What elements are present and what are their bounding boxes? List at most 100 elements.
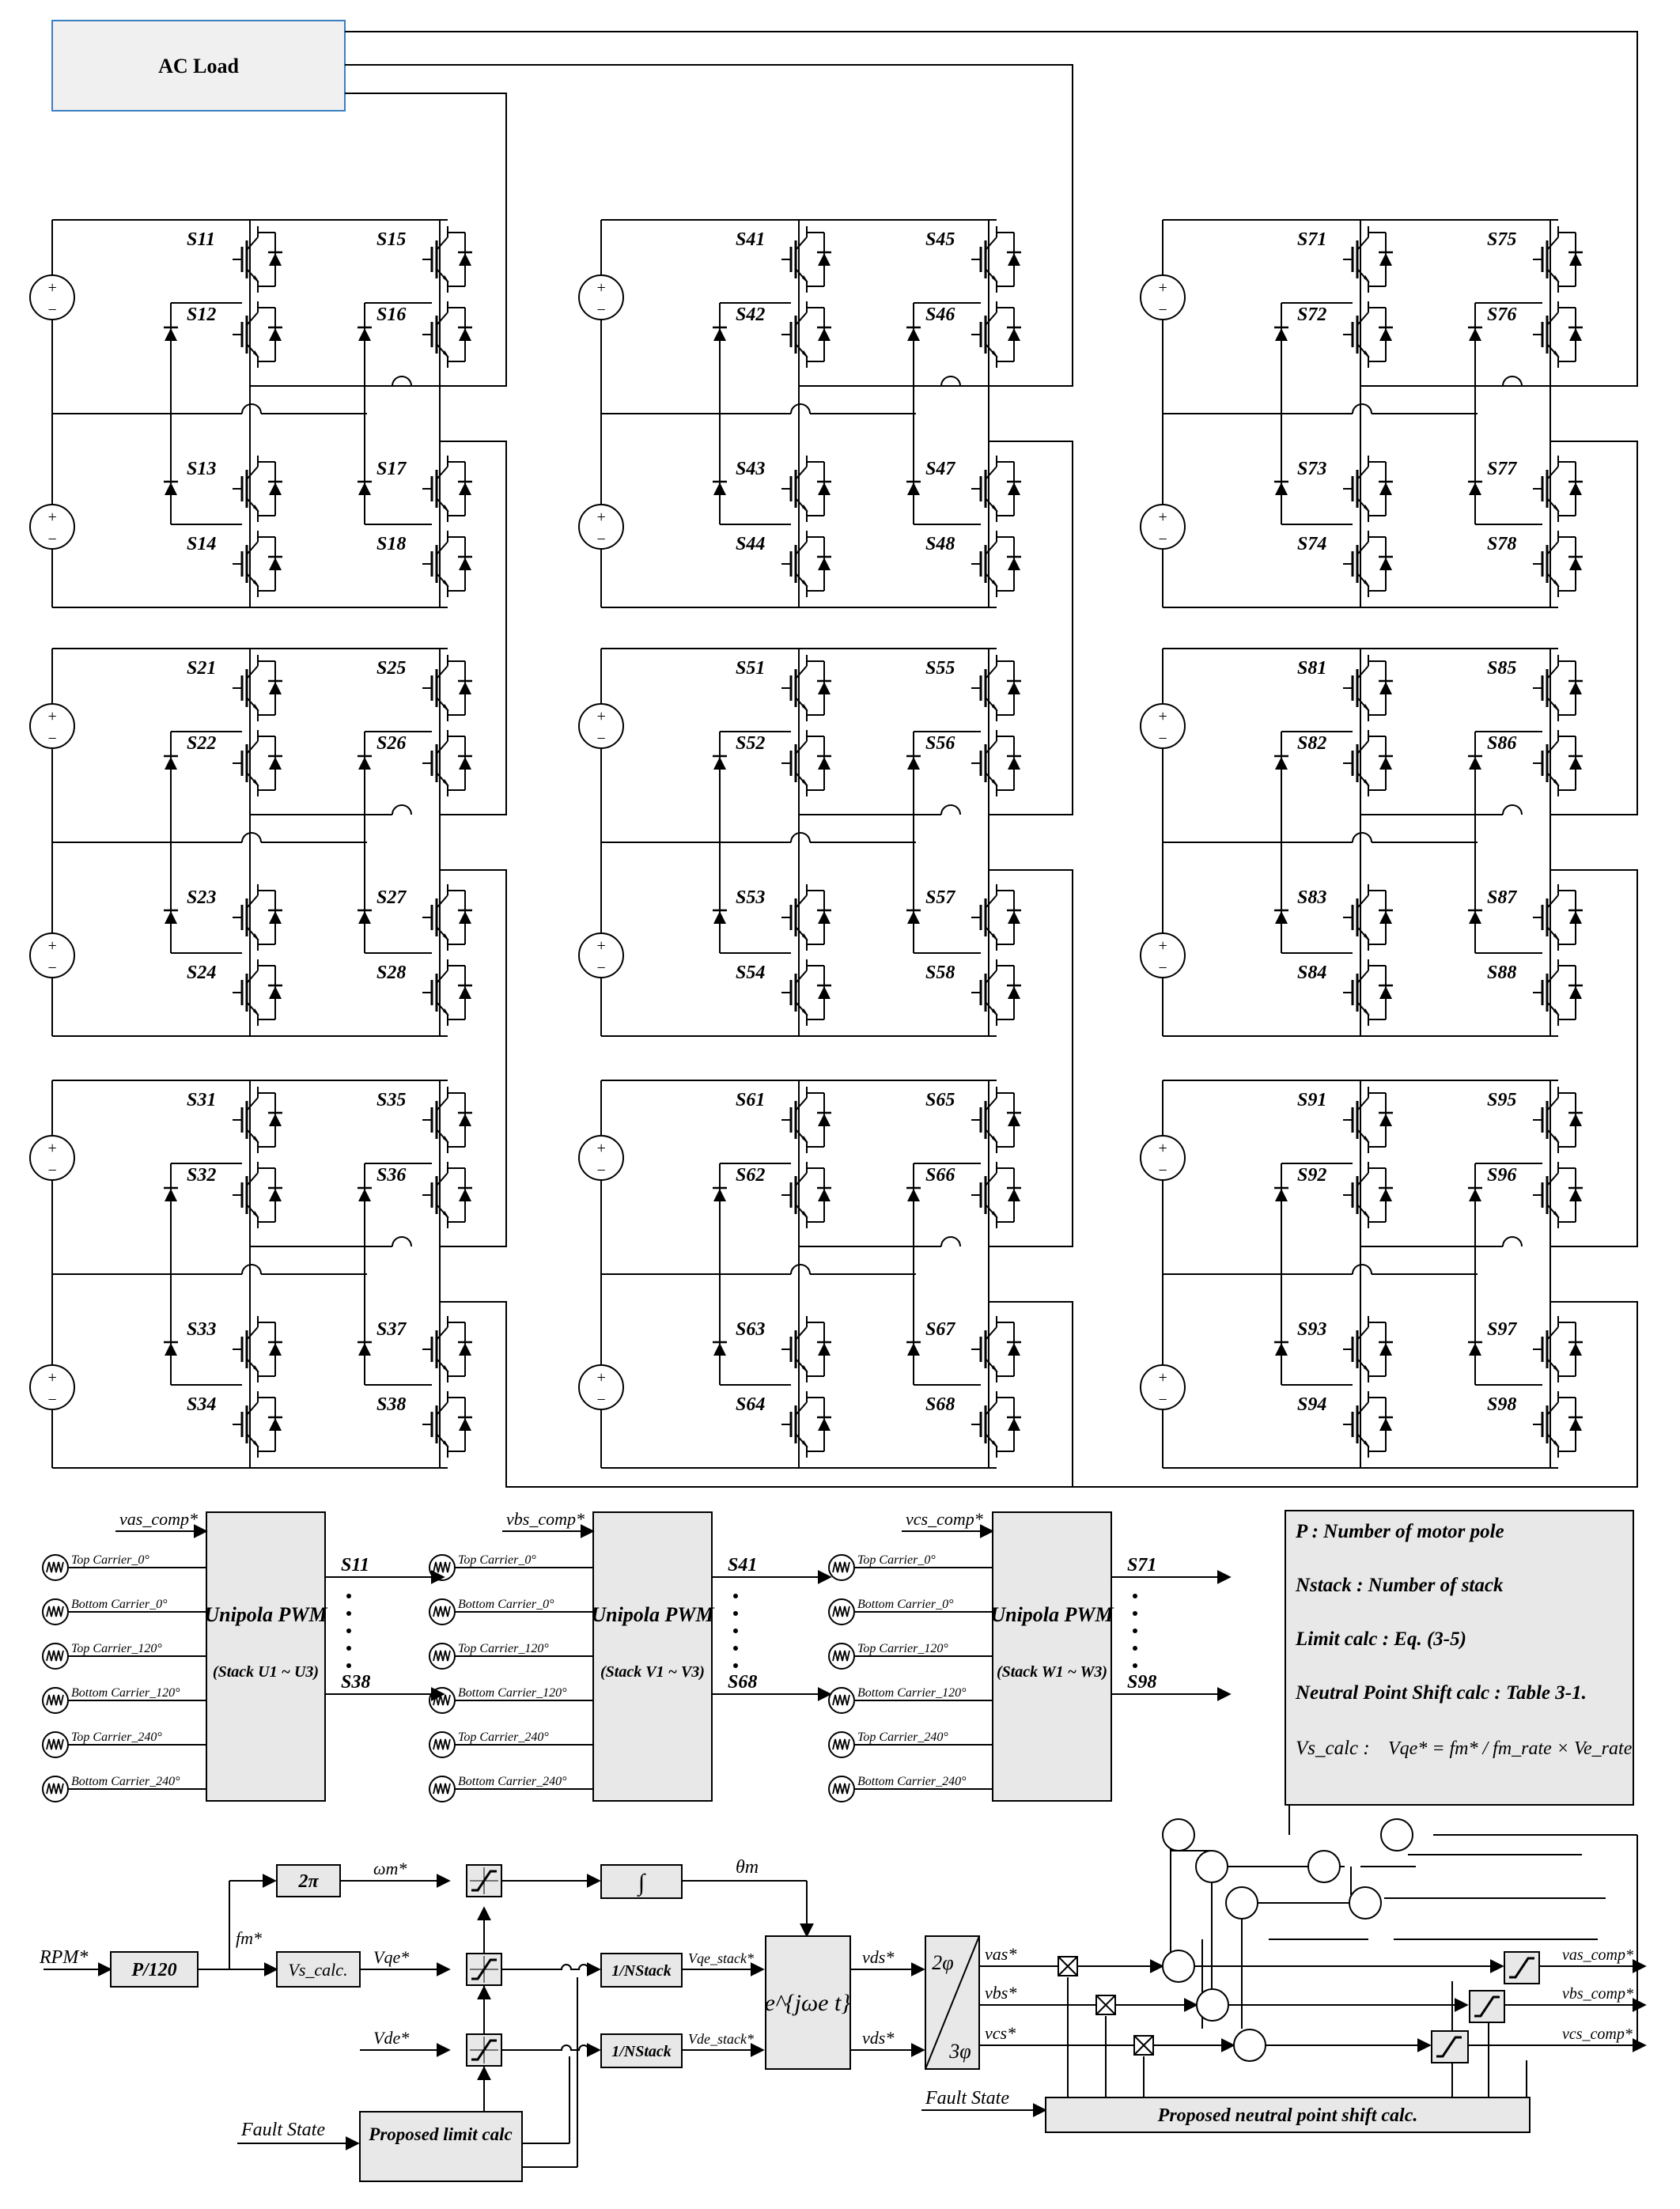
switch-label-S73: S73 xyxy=(1297,459,1326,479)
dc-source-1 xyxy=(1140,274,1186,320)
source-plus: + xyxy=(47,937,58,955)
clamp-diode xyxy=(356,1186,373,1203)
dc-source-1 xyxy=(1140,1135,1186,1181)
source-minus: − xyxy=(596,959,607,977)
igbt-switch xyxy=(231,883,284,952)
igbt-switch xyxy=(1341,300,1394,369)
carrier-label: Top Carrier_0° xyxy=(458,1553,536,1567)
ellipsis-dot xyxy=(733,1628,738,1633)
igbt-switch xyxy=(1341,958,1394,1027)
igbt-switch xyxy=(1341,454,1394,524)
sum-junction-f2 xyxy=(1195,1850,1228,1883)
fault-state-label-2: Fault State xyxy=(925,2088,1009,2109)
igbt-switch xyxy=(780,300,833,369)
source-plus: + xyxy=(47,279,58,297)
igbt-switch xyxy=(421,728,474,798)
igbt-switch xyxy=(231,529,284,599)
igbt-switch xyxy=(780,653,833,723)
igbt-switch xyxy=(1341,1390,1394,1459)
switch-label-S31: S31 xyxy=(187,1090,216,1110)
igbt-switch xyxy=(780,529,833,599)
carrier-icon xyxy=(429,1598,456,1625)
sum-junction-a xyxy=(1162,1950,1195,1983)
ellipsis-dot xyxy=(346,1594,351,1598)
vbs-label: vbs* xyxy=(985,1983,1016,2003)
ellipsis-dot xyxy=(733,1611,738,1616)
legend-line-3: Limit calc : Eq. (3-5) xyxy=(1295,1628,1466,1650)
switch-label-S67: S67 xyxy=(925,1319,955,1340)
igbt-switch xyxy=(1531,1160,1584,1230)
legend-line-2: Nstack : Number of stack xyxy=(1295,1575,1504,1596)
pwm-title-3: Unipola PWM xyxy=(990,1603,1114,1626)
limit-calc-label: Proposed limit calc xyxy=(368,2124,512,2144)
carrier-label: Bottom Carrier_0° xyxy=(458,1598,554,1611)
switch-label-S56: S56 xyxy=(925,733,955,754)
source-minus: − xyxy=(47,1391,58,1409)
pwm-title-2: Unipola PWM xyxy=(591,1603,714,1626)
carrier-label: Top Carrier_120° xyxy=(857,1642,948,1655)
carrier-icon xyxy=(828,1731,855,1758)
clamp-diode xyxy=(1466,1341,1484,1357)
dc-source-1 xyxy=(578,1135,624,1181)
dc-source-1 xyxy=(1140,703,1186,749)
source-minus: − xyxy=(596,531,607,548)
igbt-switch xyxy=(970,1160,1023,1230)
switch-label-S58: S58 xyxy=(925,963,955,983)
sum-junction-b xyxy=(1196,1988,1229,2022)
switch-label-S47: S47 xyxy=(925,459,955,479)
carrier-icon xyxy=(42,1776,69,1802)
ellipsis-dot xyxy=(1133,1594,1137,1598)
ellipsis-dot xyxy=(733,1663,738,1668)
legend-box: P : Number of motor pole Nstack : Number… xyxy=(1285,1510,1634,1806)
clamp-diode xyxy=(1466,326,1484,342)
nstack-label-2: 1/NStack xyxy=(611,2043,672,2060)
ac-load-label: AC Load xyxy=(158,55,239,78)
switch-label-S18: S18 xyxy=(376,534,406,554)
igbt-switch xyxy=(231,1314,284,1384)
switch-label-S85: S85 xyxy=(1487,658,1516,679)
load-wires xyxy=(250,31,1638,1488)
switch-label-S43: S43 xyxy=(736,459,765,479)
nstack-label-1: 1/NStack xyxy=(611,1962,672,1980)
switch-label-S45: S45 xyxy=(925,229,955,250)
clamp-diode xyxy=(711,326,728,342)
clamp-diode xyxy=(162,909,180,925)
igbt-switch xyxy=(231,653,284,723)
ellipsis-dot xyxy=(733,1646,738,1651)
clamp-diode xyxy=(711,1341,728,1357)
switch-label-S42: S42 xyxy=(736,304,765,325)
clamp-diode xyxy=(711,1186,728,1203)
clamp-diode xyxy=(905,755,922,771)
switch-label-S23: S23 xyxy=(187,887,216,908)
switch-label-S55: S55 xyxy=(925,658,955,679)
igbt-switch xyxy=(1531,1314,1584,1384)
ellipsis-dot xyxy=(733,1594,738,1598)
limiter-b xyxy=(1469,1990,1505,2023)
carrier-label: Top Carrier_0° xyxy=(857,1553,936,1567)
clamp-diode xyxy=(1273,1186,1290,1203)
carrier-label: Top Carrier_240° xyxy=(857,1731,948,1744)
vds-label-2: vds* xyxy=(862,2028,894,2048)
switch-label-S72: S72 xyxy=(1297,304,1326,325)
clamp-diode xyxy=(1273,326,1290,342)
pwm-stacks-1: (Stack U1 ~ U3) xyxy=(213,1663,319,1681)
switch-label-S65: S65 xyxy=(925,1090,955,1110)
igbt-switch xyxy=(780,883,833,952)
source-minus: − xyxy=(1157,301,1168,319)
pwm-out-first-3: S71 xyxy=(1127,1555,1156,1575)
legend-line-1: P : Number of motor pole xyxy=(1295,1521,1504,1542)
igbt-switch xyxy=(421,1390,474,1459)
carrier-label: Top Carrier_120° xyxy=(458,1642,549,1655)
switch-label-S87: S87 xyxy=(1487,887,1517,908)
ac-load-box: AC Load xyxy=(51,20,346,112)
ellipsis-dot xyxy=(1133,1663,1137,1668)
dc-source-2 xyxy=(1140,504,1186,550)
igbt-switch xyxy=(1531,300,1584,369)
switch-label-S98: S98 xyxy=(1487,1394,1516,1415)
clamp-diode xyxy=(711,909,728,925)
igbt-switch xyxy=(231,300,284,369)
igbt-switch xyxy=(421,1160,474,1230)
vas-label: vas* xyxy=(985,1944,1016,1964)
source-plus: + xyxy=(47,708,58,725)
